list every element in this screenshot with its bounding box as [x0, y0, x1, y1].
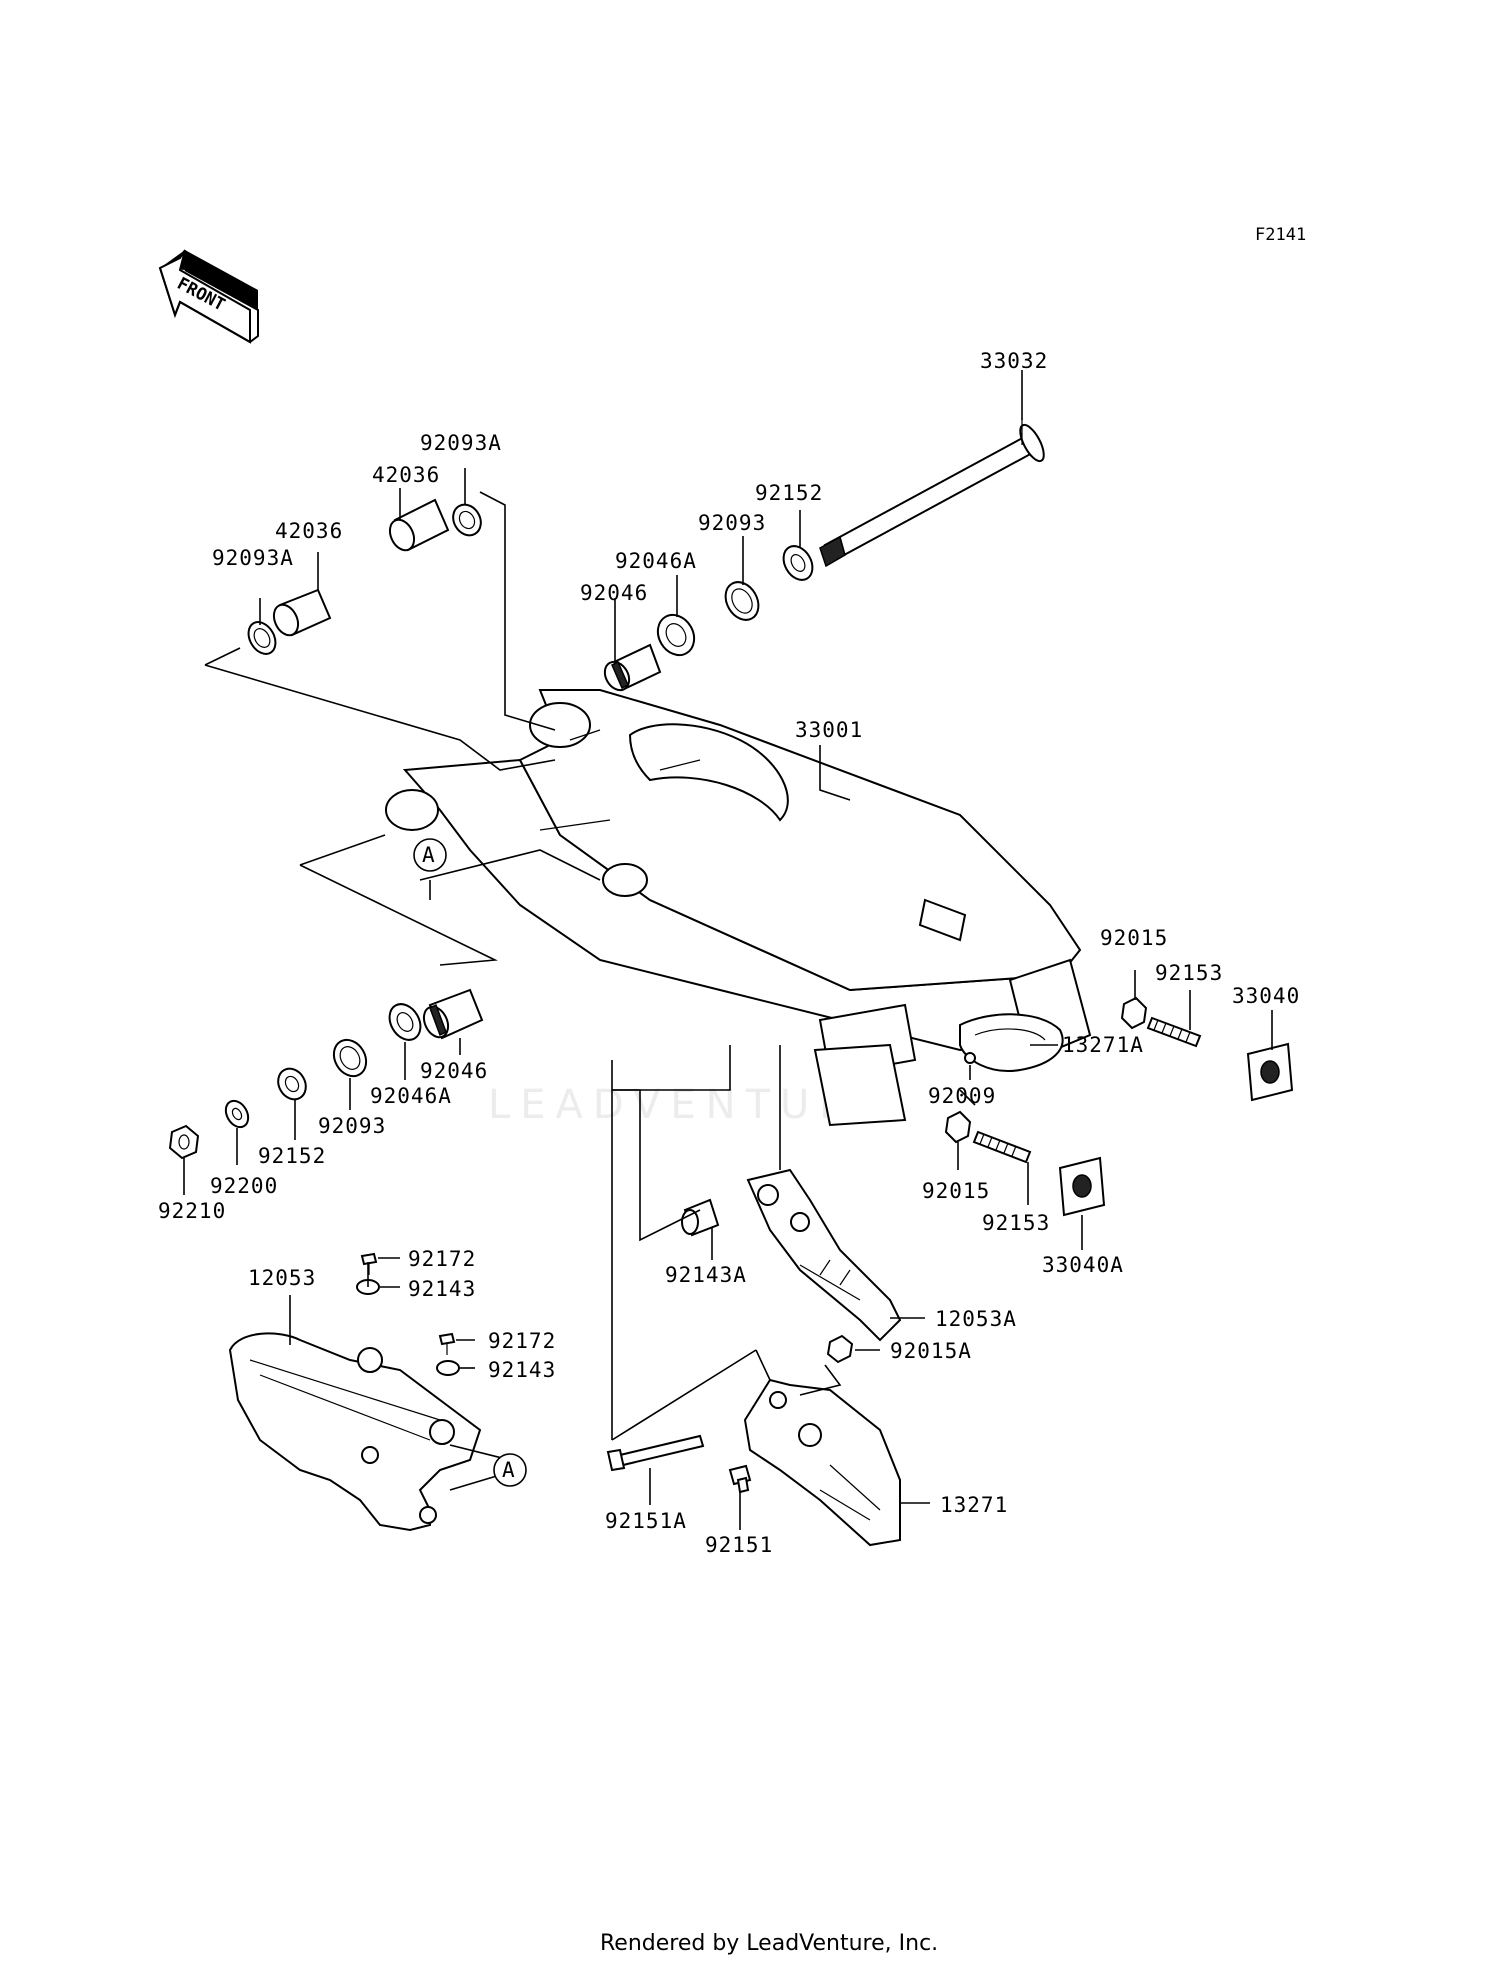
diagram-code: F2141: [1255, 225, 1306, 245]
label-92093-top: 92093: [698, 511, 766, 535]
label-13271A: 13271A: [1062, 1033, 1144, 1057]
label-92093A-left: 92093A: [212, 546, 294, 570]
label-92046A-bottom: 92046A: [370, 1084, 452, 1108]
label-13271: 13271: [940, 1493, 1008, 1517]
nut-92210: [168, 1124, 200, 1160]
chain-guide-13271A: [959, 1013, 1064, 1072]
chain-adjuster-33040A: [1058, 1156, 1106, 1217]
label-92015-mid: 92015: [922, 1179, 990, 1203]
pivot-shaft-33032: [819, 418, 1045, 568]
label-33040A: 33040A: [1042, 1253, 1124, 1277]
seal-92093-bottom: [332, 1038, 368, 1078]
label-33001: 33001: [795, 718, 863, 742]
chain-guide-13271: [743, 1378, 901, 1547]
label-42036-top: 42036: [372, 463, 440, 487]
nut-92015A: [826, 1334, 854, 1364]
label-12053: 12053: [248, 1266, 316, 1290]
label-33040: 33040: [1232, 984, 1300, 1008]
bearing-92046A-bottom: [388, 1003, 422, 1041]
bolt-92151A: [606, 1434, 705, 1472]
label-92152-top: 92152: [755, 481, 823, 505]
bolt-92151: [728, 1464, 752, 1494]
label-92152-bottom: 92152: [258, 1144, 326, 1168]
label-42036-left: 42036: [275, 519, 343, 543]
needle-bearing-92046-bottom: [422, 988, 484, 1040]
label-92046A-top: 92046A: [615, 549, 697, 573]
label-92046-top: 92046: [580, 581, 648, 605]
label-92015-right: 92015: [1100, 926, 1168, 950]
bearing-92152-top: [782, 545, 814, 581]
collar-42036-left: [272, 588, 332, 637]
svg-text:A: A: [422, 843, 436, 867]
label-92143A: 92143A: [665, 1263, 747, 1287]
seal-92093-top: [724, 581, 760, 621]
label-12053A: 12053A: [935, 1307, 1017, 1331]
label-92143-a: 92143: [408, 1277, 476, 1301]
label-92210: 92210: [158, 1199, 226, 1223]
label-92151A: 92151A: [605, 1509, 687, 1533]
callout-a-bottom: A: [493, 1453, 527, 1487]
label-92015A: 92015A: [890, 1339, 972, 1363]
label-92153-right: 92153: [1155, 961, 1223, 985]
label-92172-a: 92172: [408, 1247, 476, 1271]
screw-92172-a: [360, 1252, 378, 1275]
label-92151: 92151: [705, 1533, 773, 1557]
bolt-92153-right: [1146, 1016, 1202, 1048]
label-33032: 33032: [980, 349, 1048, 373]
callout-a-top: A: [413, 838, 447, 872]
swingarm-33001: [385, 689, 1092, 1127]
label-92172-b: 92172: [488, 1329, 556, 1353]
label-92009: 92009: [928, 1084, 996, 1108]
washer-92143-b: [436, 1360, 460, 1376]
screw-92172-b: [438, 1332, 456, 1355]
washer-92200: [224, 1099, 250, 1129]
chain-slider-12053A: [746, 1168, 902, 1342]
nut-92015-mid: [944, 1110, 972, 1144]
seal-92093A-top: [452, 503, 482, 537]
label-92093-bottom: 92093: [318, 1114, 386, 1138]
label-92046-bottom: 92046: [420, 1059, 488, 1083]
collar-92143A: [681, 1198, 720, 1237]
svg-text:A: A: [502, 1458, 516, 1482]
seal-92093A-left: [247, 621, 277, 655]
label-92200: 92200: [210, 1174, 278, 1198]
bearing-92046A-top: [656, 613, 696, 657]
label-92093A-top: 92093A: [420, 431, 502, 455]
needle-bearing-92046-top: [603, 643, 662, 692]
label-92143-b: 92143: [488, 1358, 556, 1382]
nut-92015-right: [1120, 996, 1148, 1030]
chain-adjuster-33040: [1246, 1042, 1294, 1102]
part-labels: 33032 92093A 42036 42036 92093A 92152 92…: [158, 349, 1300, 1557]
screw-92009: [964, 1052, 976, 1064]
footer-credit: Rendered by LeadVenture, Inc.: [600, 1931, 938, 1956]
label-92153-mid: 92153: [982, 1211, 1050, 1235]
front-arrow-icon: [158, 249, 259, 344]
chain-slider-12053: [228, 1332, 482, 1532]
collar-42036-top: [388, 498, 450, 552]
bolt-92153-mid: [972, 1130, 1032, 1164]
bearing-92152-bottom: [277, 1067, 307, 1101]
